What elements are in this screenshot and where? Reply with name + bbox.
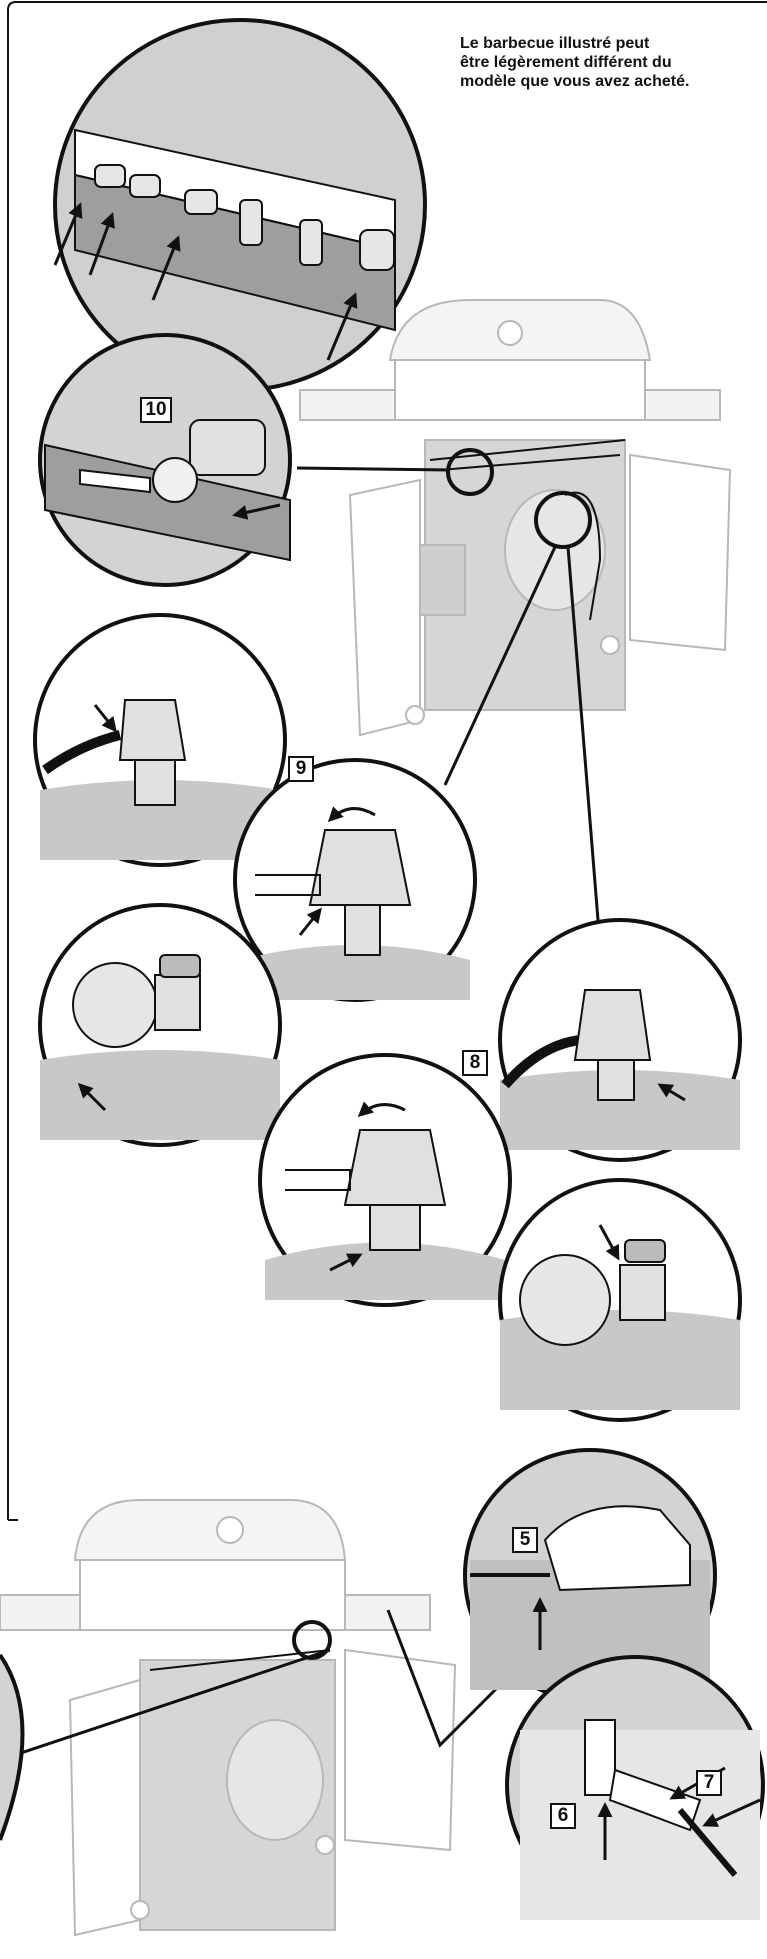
zoom-regulator-8 bbox=[258, 1053, 512, 1307]
zoom-regulator-right bbox=[498, 918, 742, 1162]
connector-lines bbox=[296, 466, 602, 946]
zoom-regulator-left bbox=[33, 613, 287, 867]
regulator-hose bbox=[564, 491, 602, 621]
step-label-5: 5 bbox=[512, 1527, 538, 1553]
arrow-rotate-9 bbox=[327, 806, 376, 823]
grill-top bbox=[299, 299, 732, 737]
grill-bottom bbox=[0, 1499, 457, 1937]
zoom-cylinder-valve-right bbox=[498, 1178, 742, 1422]
zoom-regulator-9 bbox=[233, 758, 477, 1002]
arrow-rotate-8 bbox=[357, 1101, 406, 1118]
connector-lines-bottom bbox=[0, 1609, 507, 1762]
step-label-6: 6 bbox=[550, 1803, 576, 1829]
grill-top-dark-lines bbox=[429, 439, 626, 549]
step-label-7: 7 bbox=[696, 1770, 722, 1796]
caption-line-1: Le barbecue illustré peut bbox=[460, 35, 650, 52]
arrow-burner-valve bbox=[232, 503, 281, 520]
caption-line-3: modèle que vous avez acheté. bbox=[460, 73, 690, 90]
step-label-10: 10 bbox=[140, 397, 172, 423]
arrows-manifold bbox=[53, 202, 358, 361]
arrow-cylinder-valve-left bbox=[77, 1082, 107, 1112]
zoom-cylinder-valve-left bbox=[38, 903, 282, 1147]
partial-circle-left bbox=[0, 1653, 25, 1841]
arrow-regulator-right bbox=[657, 1083, 686, 1102]
arrow-regulator-9 bbox=[298, 907, 322, 936]
zoom-manifold bbox=[53, 18, 427, 392]
section-frame bbox=[7, 1, 767, 1520]
arrow-regulator-8 bbox=[329, 1253, 363, 1272]
zoom-burner-valve bbox=[38, 333, 292, 587]
arrow-regulator-left bbox=[93, 704, 117, 733]
step-label-9: 9 bbox=[288, 756, 314, 782]
step-label-8: 8 bbox=[462, 1050, 488, 1076]
arrow-cylinder-valve-right bbox=[598, 1224, 620, 1261]
caption-line-2: être légèrement différent du bbox=[460, 54, 672, 71]
zoom-hose-fitting bbox=[505, 1655, 765, 1920]
illustration-caption: Le barbecue illustré peut être légèremen… bbox=[460, 34, 760, 91]
